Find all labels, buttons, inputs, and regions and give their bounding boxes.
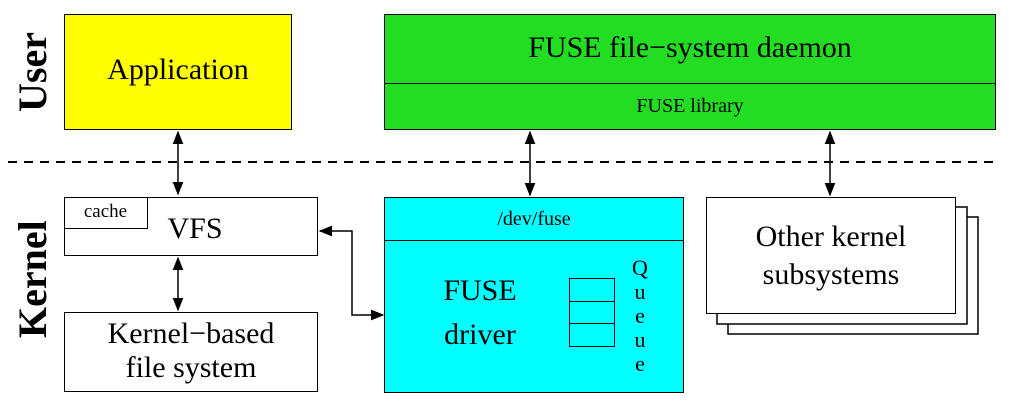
fuse-daemon-box: FUSE file−system daemon FUSE library	[384, 14, 996, 130]
kernel-fs-box: Kernel−based file system	[64, 312, 318, 392]
kernel-fs-label-line1: Kernel−based	[107, 317, 275, 350]
queue-letter: u	[634, 327, 646, 352]
cache-label: cache	[83, 200, 128, 222]
queue-letter: e	[635, 351, 645, 376]
fuse-library-divider	[385, 83, 995, 84]
arrow-vfs-driver	[318, 225, 385, 321]
fuse-driver-box: /dev/fuse FUSE driver Q u e u e	[384, 197, 684, 393]
fuse-library-label: FUSE library	[636, 95, 744, 117]
kernel-fs-label-line2: file system	[125, 351, 257, 384]
queue-slot-1	[569, 278, 615, 302]
vfs-box: cache VFS	[63, 196, 318, 256]
queue-letter: e	[635, 303, 645, 328]
application-box: Application	[64, 14, 292, 130]
queue-label: Q u e u e	[625, 256, 655, 376]
dev-fuse-divider	[385, 240, 683, 241]
queue-letter: Q	[632, 255, 648, 280]
other-subsystems-label-line2: subsystems	[762, 258, 900, 291]
queue-slot-2	[569, 300, 615, 325]
vfs-label: VFS	[167, 212, 223, 245]
other-subsystems-label-line1: Other kernel	[755, 220, 907, 253]
other-subsystems-box: Other kernel subsystems	[706, 197, 956, 314]
fuse-driver-label-line1: FUSE	[443, 274, 517, 307]
dev-fuse-label: /dev/fuse	[497, 208, 571, 230]
cache-box: cache	[63, 196, 148, 229]
queue-letter: u	[634, 279, 646, 304]
queue-slot-3	[569, 323, 615, 347]
fuse-daemon-label: FUSE file−system daemon	[528, 31, 852, 64]
fuse-driver-label-line2: driver	[444, 318, 516, 351]
application-label: Application	[107, 53, 249, 86]
